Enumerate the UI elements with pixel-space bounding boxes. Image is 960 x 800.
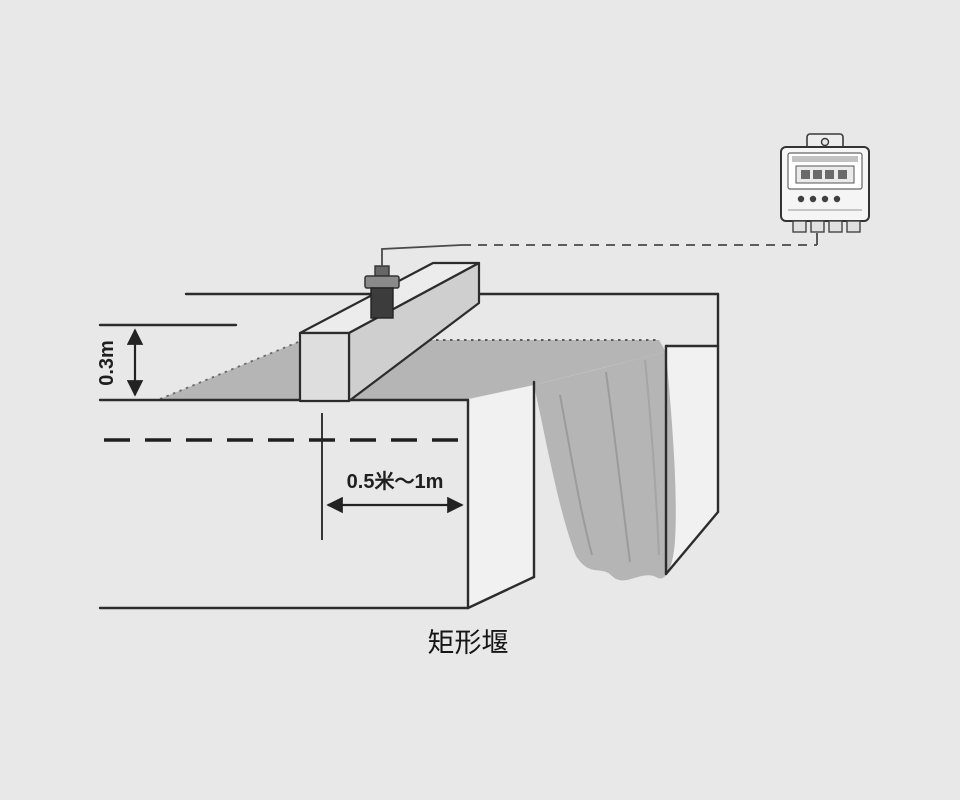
cable-solid-segment — [381, 244, 463, 266]
bottom-receding-edge — [466, 575, 536, 610]
controller-screen-titlebar — [792, 156, 858, 162]
dimension-height: 0.3m — [96, 328, 144, 397]
display-digit — [838, 170, 847, 179]
sensor-probe-body — [370, 287, 394, 319]
water-surface — [159, 339, 666, 400]
distance-dimension-label: 0.5米～1m — [347, 470, 444, 493]
signal-cable — [381, 233, 818, 266]
height-dimension-label: 0.3m — [96, 340, 118, 386]
controller-terminal — [846, 220, 861, 233]
right-bottom-diagonal — [664, 510, 720, 576]
waterfall — [534, 352, 676, 581]
controller-terminal — [810, 220, 825, 233]
controller-terminal — [828, 220, 843, 233]
diagram-caption: 矩形堰 — [428, 628, 509, 658]
controller-terminal — [792, 220, 807, 233]
sensor-flange — [364, 275, 400, 289]
controller-button — [797, 195, 805, 203]
beam-front-face — [298, 331, 351, 403]
display-digit — [825, 170, 834, 179]
waterfall-streak — [644, 359, 660, 556]
waterfall-streak — [559, 394, 593, 556]
waterfall-streak — [605, 371, 631, 563]
sensor-connector — [374, 265, 390, 277]
water-edge-dotted-line — [159, 339, 304, 400]
downstream-wall-faces — [468, 346, 718, 608]
controller-mounting-hole — [820, 137, 830, 147]
flow-controller-display-unit-icon — [780, 133, 870, 233]
display-digit — [813, 170, 822, 179]
ultrasonic-level-sensor-icon — [364, 265, 400, 319]
display-digit — [801, 170, 810, 179]
controller-button — [821, 195, 829, 203]
controller-button — [833, 195, 841, 203]
dimension-distance: 0.5米～1m — [321, 413, 464, 540]
controller-button — [809, 195, 817, 203]
